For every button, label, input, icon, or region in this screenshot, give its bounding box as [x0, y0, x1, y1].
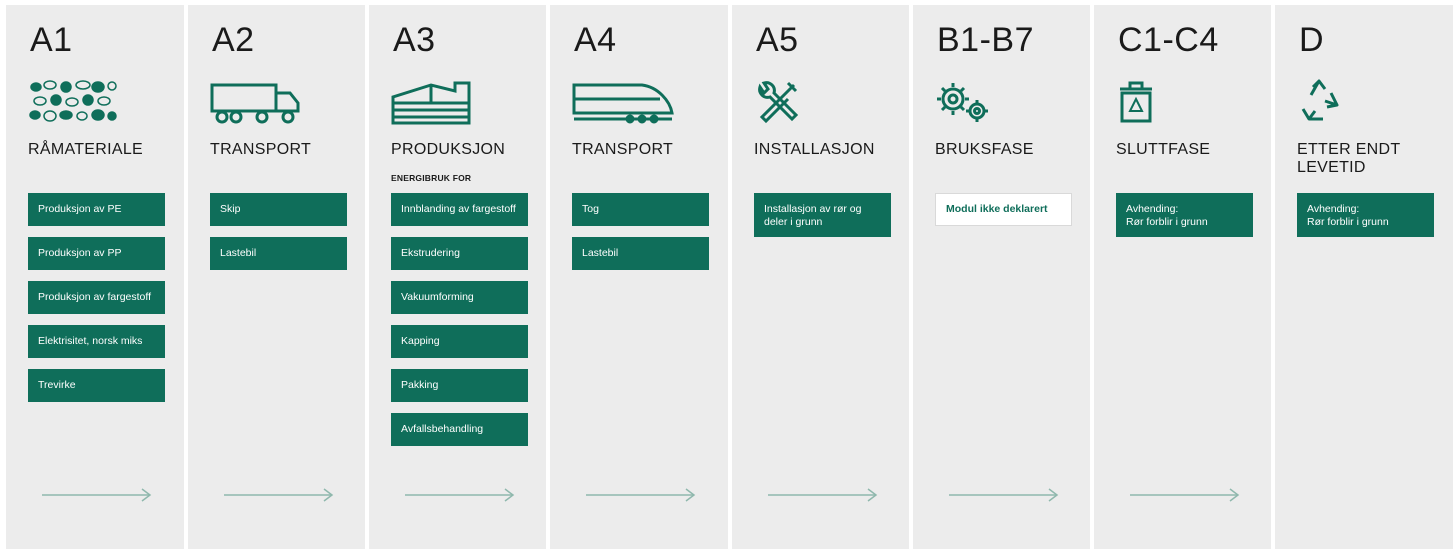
- stage-title: ETTER ENDT LEVETID: [1297, 141, 1401, 177]
- stage-b1-b7: B1-B7 BRUKSFASE Modul ikke deklarert: [913, 5, 1090, 549]
- item-box: Ekstrudering: [391, 237, 528, 270]
- item-box: Lastebil: [572, 237, 709, 270]
- item-box: Installasjon av rør og deler i grunn: [754, 193, 891, 237]
- stage-items: Skip Lastebil: [210, 193, 347, 281]
- stage-items: Installasjon av rør og deler i grunn: [754, 193, 891, 248]
- recycle-icon: [1301, 79, 1339, 121]
- train-icon: [572, 83, 674, 124]
- item-box: Elektrisitet, norsk miks: [28, 325, 165, 358]
- item-box: Lastebil: [210, 237, 347, 270]
- stage-title: INSTALLASJON: [754, 141, 875, 158]
- stage-code: A4: [574, 21, 617, 59]
- arrow-right-icon: [42, 488, 152, 502]
- item-box: Tog: [572, 193, 709, 226]
- stage-a2: A2 TRANSPORT Skip Lastebil: [188, 5, 365, 549]
- stage-title: TRANSPORT: [572, 141, 674, 158]
- raw-materials-icon: [29, 80, 117, 122]
- item-box: Produksjon av PP: [28, 237, 165, 270]
- stage-d: D ETTER ENDT LEVETID Avhending: Rør forb…: [1275, 5, 1453, 549]
- stage-a1: A1 RÅMATERIALE Produksjon av PE Produksj…: [6, 5, 184, 549]
- item-box: Avfallsbehandling: [391, 413, 528, 446]
- stage-items: Avhending: Rør forblir i grunn: [1116, 193, 1253, 248]
- stage-note: ENERGIBRUK FOR: [391, 173, 472, 183]
- stage-code: A3: [393, 21, 436, 59]
- item-box: Trevirke: [28, 369, 165, 402]
- item-box: Pakking: [391, 369, 528, 402]
- arrow-right-icon: [1130, 488, 1240, 502]
- stage-code: D: [1299, 21, 1325, 59]
- stage-code: A1: [30, 21, 73, 59]
- item-box: Skip: [210, 193, 347, 226]
- stage-items: Produksjon av PE Produksjon av PP Produk…: [28, 193, 165, 413]
- stage-title: SLUTTFASE: [1116, 141, 1211, 158]
- item-box: Innblanding av fargestoff: [391, 193, 528, 226]
- stage-code: B1-B7: [937, 21, 1034, 59]
- stage-a5: A5 INSTALLASJON Installasjon av rør og d…: [732, 5, 909, 549]
- arrow-right-icon: [405, 488, 515, 502]
- item-box: Vakuumforming: [391, 281, 528, 314]
- arrow-right-icon: [586, 488, 696, 502]
- stage-code: A5: [756, 21, 799, 59]
- stage-title: RÅMATERIALE: [28, 141, 144, 158]
- item-box: Modul ikke deklarert: [935, 193, 1072, 226]
- stage-items: Tog Lastebil: [572, 193, 709, 281]
- stage-title: BRUKSFASE: [935, 141, 1034, 158]
- arrow-right-icon: [224, 488, 334, 502]
- stage-items: Innblanding av fargestoff Ekstrudering V…: [391, 193, 528, 457]
- recycle-bin-icon: [1120, 81, 1152, 123]
- arrow-right-icon: [768, 488, 878, 502]
- tools-icon: [758, 81, 799, 124]
- item-box: Produksjon av fargestoff: [28, 281, 165, 314]
- stage-c1-c4: C1-C4 SLUTTFASE Avhending: Rør forblir i…: [1094, 5, 1271, 549]
- arrow-right-icon: [949, 488, 1059, 502]
- stage-title: TRANSPORT: [210, 141, 312, 158]
- stage-items: Avhending: Rør forblir i grunn: [1297, 193, 1434, 248]
- stage-a3: A3 PRODUKSJON ENERGIBRUK FOR Innblanding…: [369, 5, 546, 549]
- truck-icon: [210, 83, 300, 124]
- item-box: Kapping: [391, 325, 528, 358]
- item-box: Produksjon av PE: [28, 193, 165, 226]
- gears-icon: [937, 83, 988, 122]
- stage-code: C1-C4: [1118, 21, 1219, 59]
- item-box: Avhending: Rør forblir i grunn: [1297, 193, 1434, 237]
- stage-items: Modul ikke deklarert: [935, 193, 1072, 237]
- stage-code: A2: [212, 21, 255, 59]
- stage-a4: A4 TRANSPORT Tog Lastebil: [550, 5, 728, 549]
- item-box: Avhending: Rør forblir i grunn: [1116, 193, 1253, 237]
- factory-icon: [391, 81, 471, 125]
- stage-title: PRODUKSJON: [391, 141, 506, 158]
